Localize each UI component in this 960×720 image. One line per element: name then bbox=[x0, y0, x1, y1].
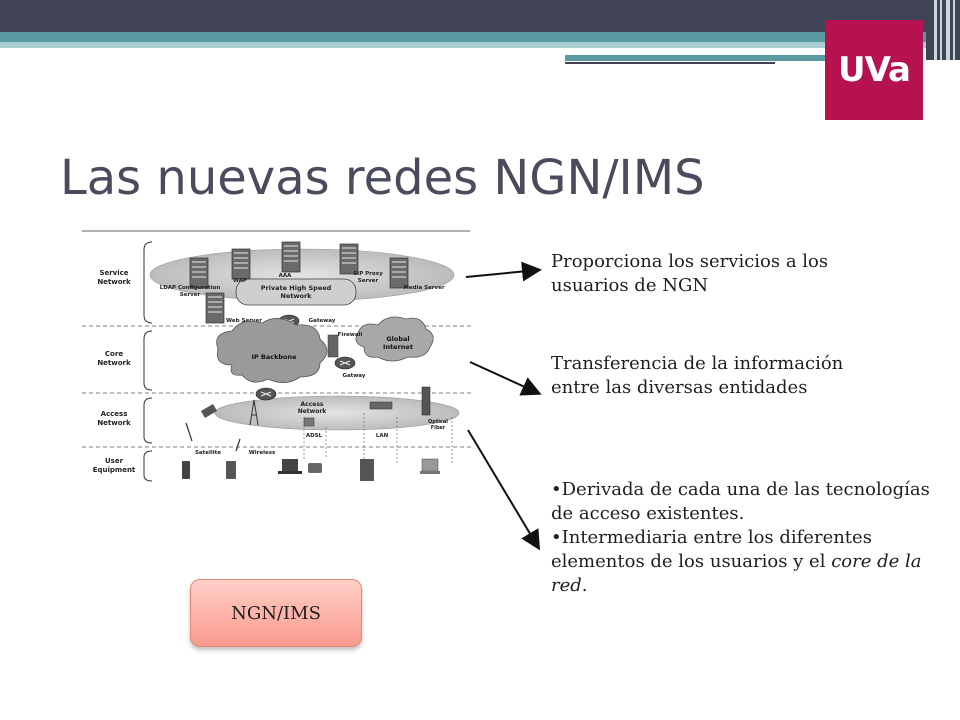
svg-text:Wireless: Wireless bbox=[249, 450, 276, 456]
page-title: Las nuevas redes NGN/IMS bbox=[60, 150, 705, 206]
arrow-access bbox=[467, 429, 541, 551]
svg-text:Firewall: Firewall bbox=[338, 332, 363, 338]
svg-text:Media Server: Media Server bbox=[403, 285, 444, 291]
uva-logo: UVa bbox=[825, 20, 923, 120]
arrow-service bbox=[465, 261, 542, 282]
top-band-light bbox=[0, 42, 960, 48]
svg-text:Gatway: Gatway bbox=[342, 373, 365, 379]
ngn-ims-button[interactable]: NGN/IMS bbox=[190, 579, 362, 647]
top-band bbox=[0, 32, 960, 42]
svg-text:LAN: LAN bbox=[376, 433, 389, 439]
access-bullet-1: •Derivada de cada una de las tecnologías… bbox=[551, 479, 930, 524]
svg-text:AAA: AAA bbox=[279, 273, 293, 279]
top-bar bbox=[0, 0, 960, 32]
service-description: Proporciona los servicios a los usuarios… bbox=[551, 251, 829, 296]
accent-band bbox=[565, 55, 825, 61]
decorative-lines bbox=[926, 0, 960, 60]
access-bullet-2: •Intermediaria entre los diferentes elem… bbox=[551, 526, 951, 598]
core-description: Transferencia de la información entre la… bbox=[551, 353, 844, 398]
svg-text:IP Backbone: IP Backbone bbox=[251, 353, 297, 361]
svg-text:WAP: WAP bbox=[233, 278, 247, 284]
access-bullet-2-text: •Intermediaria entre los diferentes elem… bbox=[551, 527, 872, 572]
svg-text:Web Server: Web Server bbox=[226, 318, 262, 324]
svg-text:ADSL: ADSL bbox=[306, 433, 323, 439]
accent-line bbox=[565, 62, 775, 64]
access-bullet-2-end: . bbox=[581, 575, 588, 596]
access-bullet-2-italic: core de la red bbox=[551, 551, 922, 596]
arrow-core bbox=[469, 361, 542, 396]
svg-text:Gateway: Gateway bbox=[309, 318, 336, 324]
svg-text:Satellite: Satellite bbox=[195, 450, 221, 456]
access-description: •Derivada de cada una de las tecnologías… bbox=[551, 478, 951, 598]
